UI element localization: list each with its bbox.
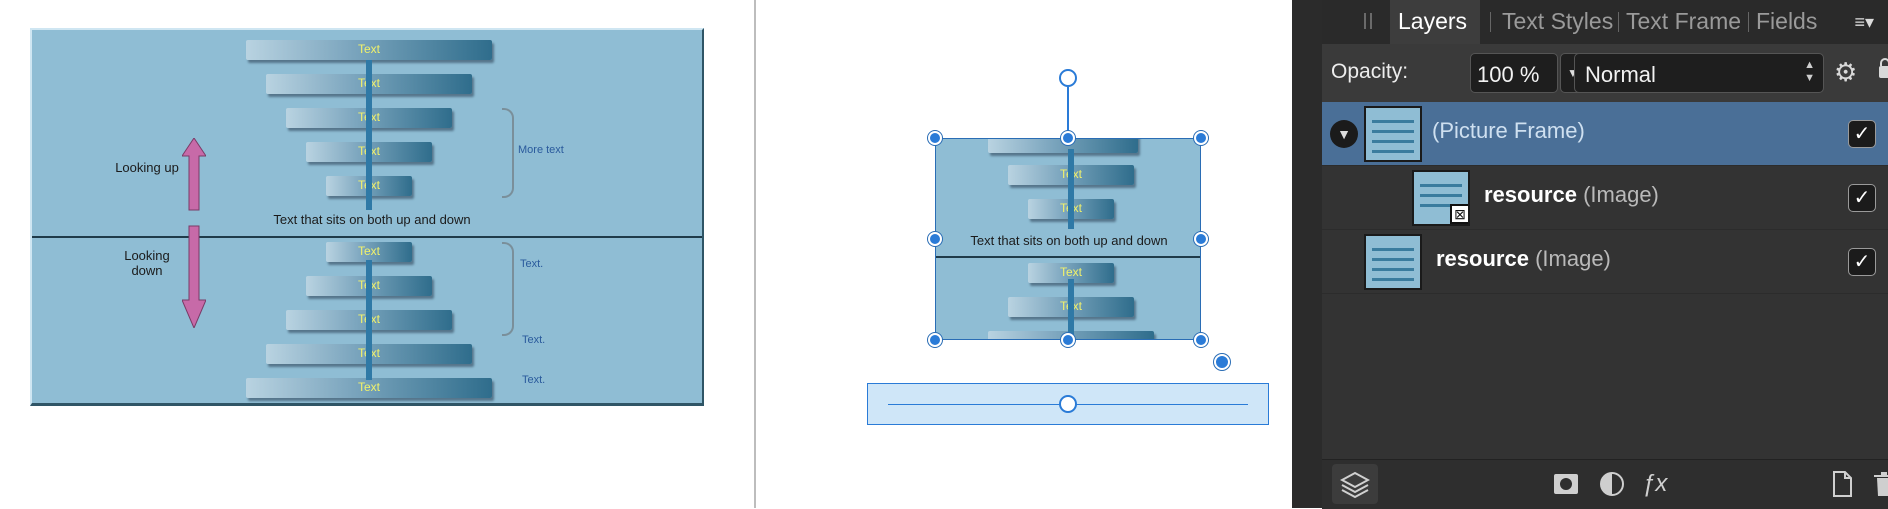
layer-name: resource (Image) <box>1436 246 1611 271</box>
side-note: Text. <box>522 374 546 386</box>
layer-row-picture-frame[interactable]: ▼ (Picture Frame) ✓ <box>1322 102 1888 166</box>
source-diagram-image: Text Text Text Text Text Text that sits … <box>30 28 704 406</box>
panel-menu-icon[interactable]: ≡▾ <box>1854 12 1874 32</box>
tab-separator <box>1490 12 1491 32</box>
blend-mode-value: Normal <box>1585 62 1656 87</box>
looking-up-label: Looking up <box>115 160 179 175</box>
fx-icon[interactable]: ƒx <box>1642 470 1668 497</box>
layer-thumbnail <box>1364 106 1422 162</box>
source-preview-area: Text Text Text Text Text Text that sits … <box>0 0 754 508</box>
grip-icon[interactable] <box>1364 13 1372 29</box>
layer-row-resource[interactable]: resource (Image) ✓ <box>1322 230 1888 294</box>
layers-footer-toolbar: ƒx <box>1322 459 1888 509</box>
layer-visibility-checkbox[interactable]: ✓ <box>1848 120 1876 148</box>
resize-handle-bottom[interactable] <box>1061 333 1075 347</box>
blend-mode-select[interactable]: Normal ▲▼ <box>1574 53 1824 93</box>
resize-handle-bottom-left[interactable] <box>928 333 942 347</box>
layers-panel: Layers Text Styles Text Frame Fields ≡▾ … <box>1292 0 1888 509</box>
opacity-input[interactable]: 100 % <box>1470 53 1558 93</box>
active-tab-background <box>1390 0 1480 44</box>
frame-divider <box>936 256 1200 258</box>
layer-thumbnail: ⊠ <box>1412 170 1470 226</box>
layers-stack-icon[interactable] <box>1332 464 1378 504</box>
diagram-center-caption: Text that sits on both up and down <box>273 212 471 227</box>
more-text-note: More text <box>518 144 564 156</box>
tab-separator <box>1618 12 1619 32</box>
panel-left-strip <box>1292 0 1322 508</box>
up-down-arrow-icon <box>182 138 206 328</box>
resize-handle-top-right[interactable] <box>1194 131 1208 145</box>
side-note: Text. <box>522 334 546 346</box>
layer-row-resource-nested[interactable]: ⊠ resource (Image) ✓ <box>1322 166 1888 230</box>
frame-connector <box>1068 149 1074 229</box>
image-placeholder-icon: ⊠ <box>1450 204 1468 224</box>
tab-layers[interactable]: Layers <box>1398 8 1468 34</box>
diagram-connector <box>366 60 372 210</box>
tab-fields[interactable]: Fields <box>1756 8 1818 34</box>
diagram-bar: Text <box>246 40 492 60</box>
layer-name: (Picture Frame) <box>1432 118 1585 143</box>
resize-handle-left[interactable] <box>928 232 942 246</box>
layer-visibility-checkbox[interactable]: ✓ <box>1848 248 1876 276</box>
adjustment-icon[interactable] <box>1598 470 1626 505</box>
gear-icon[interactable]: ⚙ <box>1834 57 1858 87</box>
crop-handle[interactable] <box>1214 354 1230 370</box>
diagram-bar: Text <box>246 378 492 398</box>
opacity-label: Opacity: <box>1331 60 1409 83</box>
looking-down-label: Looking down <box>124 248 170 278</box>
resize-handle-top-left[interactable] <box>928 131 942 145</box>
opacity-row: Opacity: 100 % ▼ Normal ▲▼ ⚙ <box>1322 44 1888 102</box>
diagram-bar: Text <box>326 242 412 262</box>
rotate-handle[interactable] <box>1059 69 1077 87</box>
rotate-handle-line <box>1067 87 1069 138</box>
layer-name: resource (Image) <box>1484 182 1659 207</box>
picture-frame-selection[interactable]: Text Text Text that sits on both up and … <box>935 138 1201 340</box>
frame-connector <box>1068 279 1074 339</box>
select-arrows-icon: ▲▼ <box>1804 59 1815 84</box>
layer-visibility-checkbox[interactable]: ✓ <box>1848 184 1876 212</box>
brace-shape <box>502 108 514 198</box>
expand-toggle-icon[interactable]: ▼ <box>1330 120 1358 148</box>
tab-text-styles[interactable]: Text Styles <box>1502 8 1614 34</box>
new-layer-icon[interactable] <box>1830 470 1854 505</box>
panel-tabbar: Layers Text Styles Text Frame Fields ≡▾ <box>1322 0 1888 44</box>
pane-separator[interactable] <box>754 0 756 508</box>
frame-caption: Text that sits on both up and down <box>970 233 1168 248</box>
resize-handle-right[interactable] <box>1194 232 1208 246</box>
diagram-divider <box>32 236 702 238</box>
resize-handle-top[interactable] <box>1061 131 1075 145</box>
tab-separator <box>1748 12 1749 32</box>
layer-thumbnail <box>1364 234 1422 290</box>
side-note: Text. <box>520 258 544 270</box>
lock-icon[interactable] <box>1878 57 1888 79</box>
slider-knob[interactable] <box>1059 395 1077 413</box>
frame-bar <box>988 139 1138 153</box>
mask-icon[interactable] <box>1552 470 1580 505</box>
tab-text-frame[interactable]: Text Frame <box>1626 8 1742 34</box>
brace-shape <box>502 242 514 336</box>
diagram-connector <box>366 260 372 380</box>
image-scale-slider[interactable] <box>867 383 1269 425</box>
opacity-value: 100 % <box>1477 62 1540 87</box>
canvas[interactable]: Text Text Text that sits on both up and … <box>756 0 1292 508</box>
frame-bar: Text <box>1028 263 1114 283</box>
resize-handle-bottom-right[interactable] <box>1194 333 1208 347</box>
trash-icon[interactable] <box>1872 470 1888 505</box>
